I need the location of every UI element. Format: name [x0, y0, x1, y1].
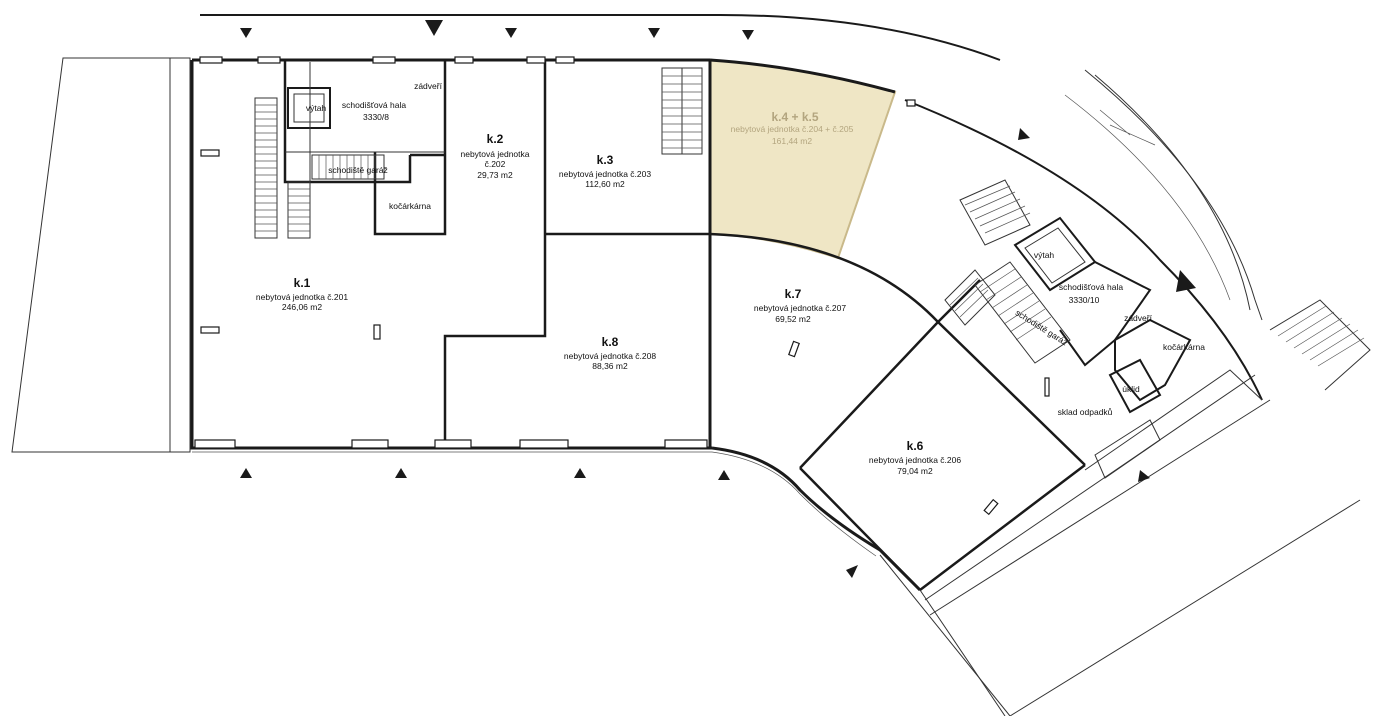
south-edge-3 [919, 589, 1006, 716]
room-hall-east: schodišťová hala [1059, 282, 1123, 292]
unit-area: 79,04 m2 [897, 466, 933, 476]
unit-id: k.6 [907, 439, 924, 453]
entry-east [1094, 419, 1161, 479]
windows-west [194, 56, 708, 449]
label-k4-k5[interactable]: k.4 + k.5 nebytová jednotka č.204 + č.20… [731, 110, 854, 146]
stairs-west-2 [287, 181, 311, 239]
unit-desc: nebytová jednotka [461, 149, 530, 159]
west-block-outline [190, 58, 712, 450]
room-hall-west: schodišťová hala [342, 100, 406, 110]
room-stairs-garage-west: schodiště garáž [328, 165, 388, 175]
east-partitions [799, 279, 1086, 591]
room-vestibule-west: zádveří [414, 81, 443, 91]
room-waste-east: sklad odpadků [1058, 407, 1113, 417]
unit-id: k.4 + k.5 [771, 110, 818, 124]
unit-desc: nebytová jednotka č.203 [559, 169, 651, 179]
unit-desc: nebytová jednotka č.204 + č.205 [731, 124, 854, 134]
label-k7[interactable]: k.7 nebytová jednotka č.207 69,52 m2 [754, 287, 846, 324]
east-core [944, 179, 1192, 414]
label-k1[interactable]: k.1 nebytová jednotka č.201 246,06 m2 [256, 276, 348, 312]
col-k6 [983, 498, 999, 516]
label-k8[interactable]: k.8 nebytová jednotka č.208 88,36 m2 [564, 335, 656, 371]
lift-cabin-west [293, 93, 325, 123]
k8-bottom-curve [711, 446, 922, 592]
entry-arrows [240, 20, 1196, 578]
unit-id: k.1 [294, 276, 311, 290]
room-pram-west: kočárkárna [389, 201, 431, 211]
unit-area: 29,73 m2 [477, 170, 513, 180]
room-lift-east: výtah [1034, 250, 1055, 260]
south-edge-2 [924, 374, 1256, 601]
unit-area: 112,60 m2 [585, 179, 625, 189]
unit-desc: nebytová jednotka č.201 [256, 292, 348, 302]
room-hall-no-east: 3330/10 [1069, 295, 1100, 305]
lift-shaft-west [287, 87, 331, 129]
unit-desc: nebytová jednotka č.207 [754, 303, 846, 313]
unit-desc: nebytová jednotka č.208 [564, 351, 656, 361]
stairs-garage-west [311, 154, 385, 180]
k7-curve [709, 232, 939, 323]
unit-desc: nebytová jednotka č.206 [869, 455, 961, 465]
facade-line-east [711, 451, 877, 557]
door-k4 [906, 99, 916, 107]
unit-id: k.7 [785, 287, 802, 301]
unit-id: k.3 [597, 153, 614, 167]
stairs-k3 [661, 67, 703, 155]
room-pram-east: kočárkárna [1163, 342, 1205, 352]
unit-area: 69,52 m2 [775, 314, 811, 324]
room-lift-west: výtah [306, 103, 327, 113]
top-boundary [200, 14, 1001, 61]
east-edge [1084, 369, 1263, 471]
stairs-west-1 [254, 97, 278, 239]
unit-id: k.2 [487, 132, 504, 146]
room-stairs-garage-east: schodiště garáž [1014, 307, 1070, 347]
label-k2[interactable]: k.2 nebytová jednotka č.202 29,73 m2 [461, 132, 530, 180]
unit-id: k.8 [602, 335, 619, 349]
room-vestibule-east: zádveří [1124, 313, 1153, 323]
label-k3[interactable]: k.3 nebytová jednotka č.203 112,60 m2 [559, 153, 651, 189]
highlight-unit-k4-k5[interactable] [709, 58, 897, 260]
south-edge-5 [1009, 499, 1361, 716]
unit-area: 161,44 m2 [772, 136, 812, 146]
road-east [1064, 69, 1371, 391]
west-terrace [11, 57, 191, 453]
unit-desc-2: č.202 [485, 159, 506, 169]
unit-area: 88,36 m2 [592, 361, 628, 371]
room-hall-no-west: 3330/8 [363, 112, 389, 122]
south-edge-1 [879, 554, 1011, 716]
curved-facade [709, 58, 896, 94]
south-edge-4 [929, 399, 1271, 616]
room-cleaning-east: úklid [1122, 384, 1140, 394]
label-k6[interactable]: k.6 nebytová jednotka č.206 79,04 m2 [869, 439, 961, 476]
unit-area: 246,06 m2 [282, 302, 322, 312]
west-partitions [283, 60, 710, 448]
curved-facade-outer [904, 99, 1263, 401]
col-k7 [788, 340, 800, 358]
